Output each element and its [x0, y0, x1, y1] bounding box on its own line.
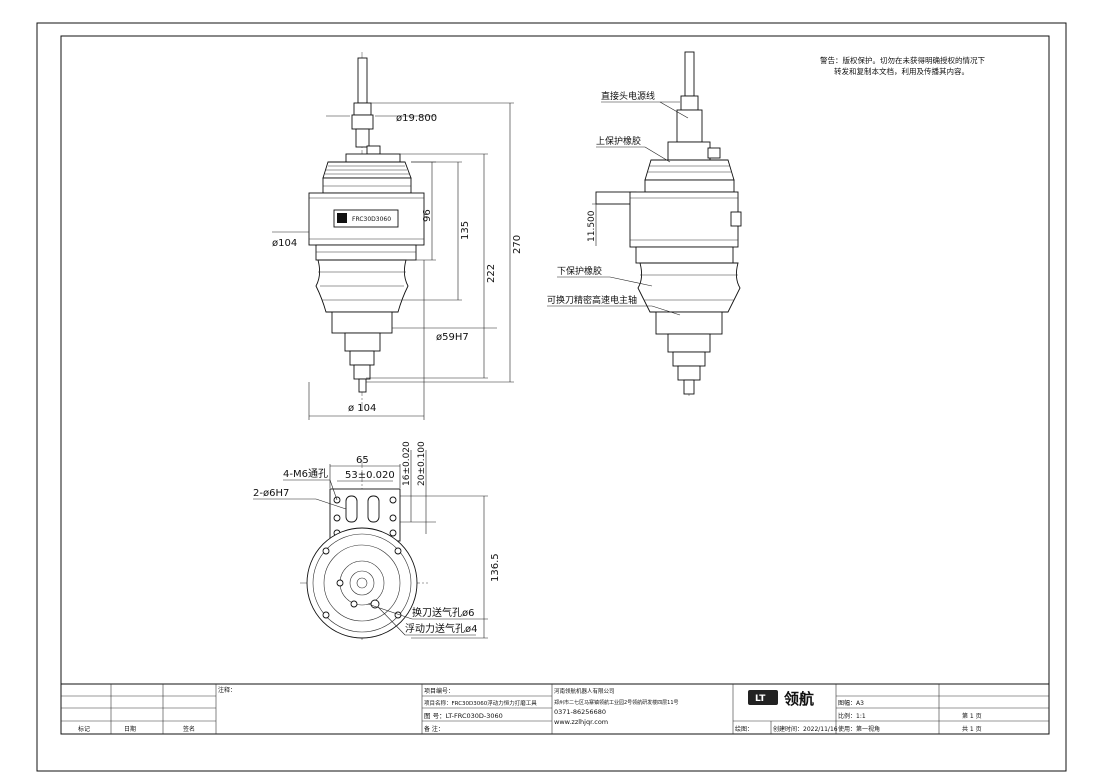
label-float-air: 浮动力送气孔ø4 — [405, 622, 477, 635]
tb-drawn: 绘图： — [735, 725, 753, 733]
dim-135: 135 — [460, 221, 471, 240]
tb-remarks: 备 注： — [424, 725, 444, 733]
label-cable: 直接头电源线 — [601, 90, 655, 102]
tb-sign: 签名 — [183, 725, 195, 733]
tb-usage: 使用：第一视角 — [838, 725, 880, 733]
tb-created: 创建时间：2022/11/16 — [773, 725, 838, 733]
tb-company: 河南领航机器人有限公司 — [554, 687, 615, 695]
label-bottom-guard: 下保护橡胶 — [557, 265, 602, 277]
tb-paper: 图幅：A3 — [838, 699, 864, 707]
tb-rev-mark: 标记 — [78, 725, 90, 733]
side-view: 直接头电源线 上保护橡胶 11.500 下保护橡胶 可换刀精密高速电主轴 — [547, 51, 742, 396]
label-m6-holes: 4-M6通孔 — [283, 468, 328, 480]
front-view: FRC30D3060 ø19.800 ø104 ø59H7 ø 104 96 — [272, 52, 523, 420]
label-top-guard: 上保护橡胶 — [596, 135, 641, 147]
tb-drawing-no: 图 号：LT-FRC030D-3060 — [424, 712, 503, 720]
tb-notes-label: 注释： — [218, 686, 236, 694]
drawing-border — [60, 35, 1050, 735]
dim-11-500: 11.500 — [587, 210, 597, 242]
label-tool-release-air: 换刀送气孔ø6 — [412, 606, 474, 619]
company-logo-mark — [748, 690, 778, 705]
dim-136-5: 136.5 — [490, 553, 501, 582]
dim-dia-104-bottom: ø 104 — [348, 403, 376, 414]
dim-222: 222 — [486, 264, 497, 283]
dim-96: 96 — [422, 209, 433, 222]
dim-dia-104-body: ø104 — [272, 238, 297, 249]
tb-sheet-total: 共 1 页 — [962, 725, 982, 733]
dim-16: 16±0.020 — [402, 441, 412, 486]
brand-plate-text: FRC30D3060 — [352, 216, 391, 223]
dim-dia-19-800: ø19.800 — [396, 113, 437, 124]
sheet-frame — [36, 22, 1067, 772]
tb-sheet-current: 第 1 页 — [962, 712, 982, 720]
warning-line-1: 警告：版权保护。切勿在未获得明确授权的情况下 — [820, 55, 985, 65]
label-pin-holes: 2-ø6H7 — [253, 488, 289, 499]
tb-website: www.zzlhjqr.com — [554, 718, 608, 726]
tb-phone: 0371-86256680 — [554, 708, 606, 716]
tb-scale: 比例：1:1 — [838, 712, 866, 720]
title-block: 标记 日期 签名 注释： 项目编号： 项目名称：FRC30D3060浮动力恒力打… — [61, 683, 1049, 734]
warning-line-2: 转发和复制本文档，利用及传播其内容。 — [834, 66, 969, 76]
tb-address: 郑州市二七区马寨镇领航工业园2号领航研发楼四层11号 — [554, 699, 679, 706]
bottom-view: 65 53±0.020 16±0.020 20±0.100 136.5 4-M6… — [253, 441, 501, 640]
dim-53: 53±0.020 — [345, 470, 395, 481]
dim-20: 20±0.100 — [417, 441, 427, 486]
tb-date: 日期 — [124, 725, 136, 733]
label-spindle: 可换刀精密高速电主轴 — [547, 294, 637, 306]
dim-270: 270 — [512, 235, 523, 254]
dim-dia-59h7: ø59H7 — [436, 332, 469, 343]
company-logo-text: 领航 — [783, 690, 814, 708]
company-logo-mark-text: LT — [755, 694, 766, 704]
dim-65: 65 — [356, 455, 369, 466]
tb-project-name: 项目名称：FRC30D3060浮动力恒力打磨工具 — [424, 699, 537, 707]
tb-project-no: 项目编号： — [424, 687, 454, 695]
